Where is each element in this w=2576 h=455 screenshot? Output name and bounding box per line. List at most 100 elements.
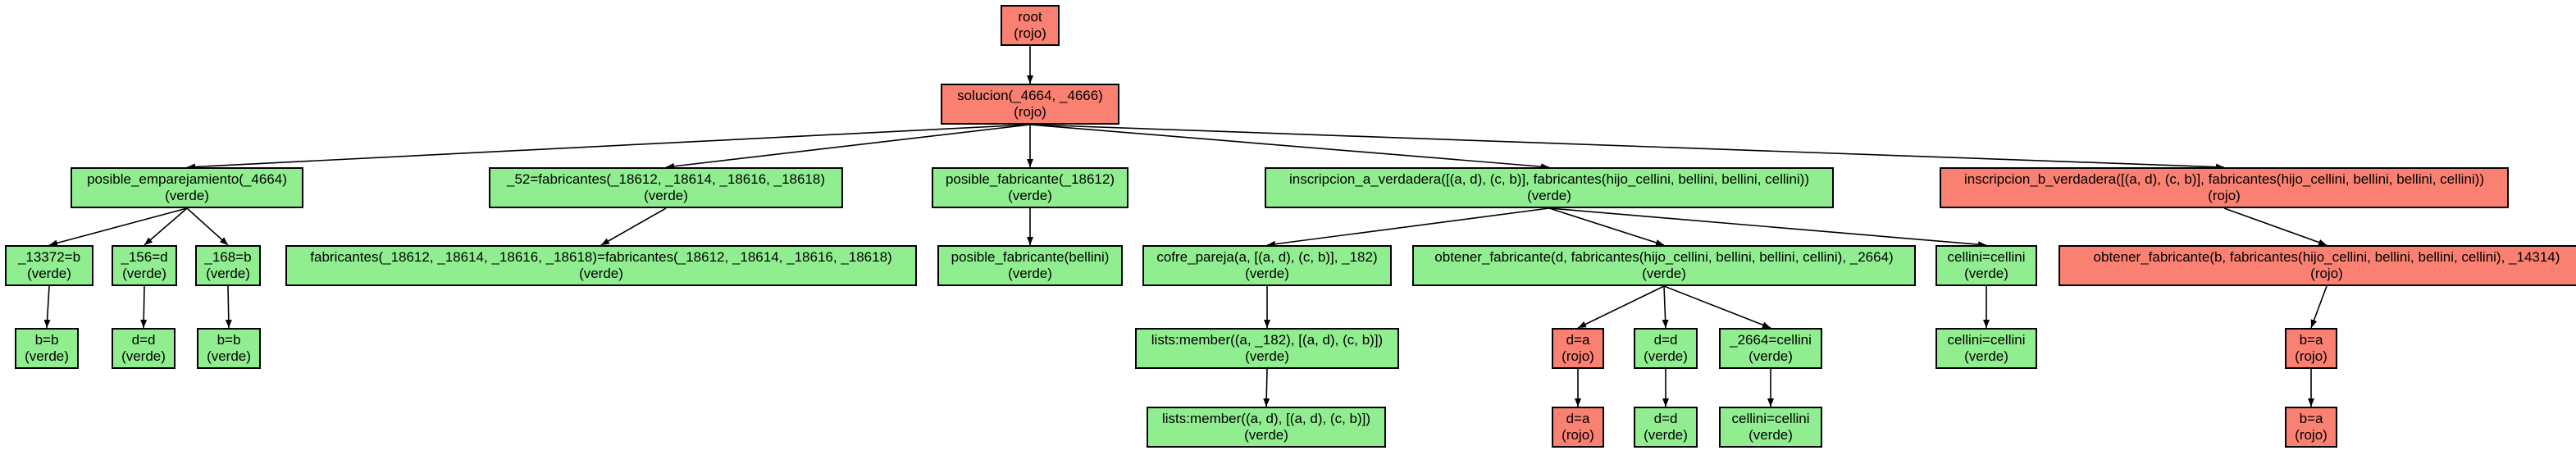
edge-obt-d-to-dd2 <box>1662 285 1669 329</box>
node-status: (verde) <box>1008 266 1052 281</box>
node-label: d=a <box>1566 411 1590 426</box>
node-status: (rojo) <box>2310 266 2343 281</box>
tree-node-cell-eq3: cellini=cellini(verde) <box>1719 407 1822 448</box>
node-label: posible_emparejamiento(_4664) <box>87 171 287 187</box>
edge-fab52-to-fab-eq <box>600 207 667 246</box>
node-status: (rojo) <box>1562 348 1594 364</box>
tree-node-dd3: d=d(verde) <box>1634 407 1698 448</box>
edge-solucion-to-insc-a <box>1029 124 1550 171</box>
tree-node-obt-d: obtener_fabricante(d, fabricantes(hijo_c… <box>1412 245 1916 286</box>
tree-node-ba1: b=a(rojo) <box>2285 328 2337 369</box>
tree-node-pos-emp: posible_emparejamiento(_4664)(verde) <box>71 167 303 208</box>
edge-pos-emp-to-n13372 <box>48 207 188 247</box>
node-label: lists:member((a, d), [(a, d), (c, b)]) <box>1161 411 1371 426</box>
node-status: (verde) <box>27 266 71 281</box>
tree-node-n156: _156=d(verde) <box>112 245 177 286</box>
tree-node-fab52: _52=fabricantes(_18612, _18614, _18616, … <box>489 167 843 208</box>
edge-insc-b-to-obt-b <box>2223 207 2328 246</box>
tree-node-obt-b: obtener_fabricante(b, fabricantes(hijo_c… <box>2059 245 2576 286</box>
node-label: obtener_fabricante(b, fabricantes(hijo_c… <box>2093 249 2560 265</box>
node-status: (verde) <box>165 188 209 203</box>
node-label: _52=fabricantes(_18612, _18614, _18616, … <box>506 171 826 187</box>
node-status: (verde) <box>644 188 688 203</box>
tree-node-cell-eq2: cellini=cellini(verde) <box>1935 328 2037 369</box>
edge-pos-emp-to-n168 <box>186 207 229 246</box>
node-status: (verde) <box>1748 427 1793 443</box>
tree-node-fab-eq: fabricantes(_18612, _18614, _18616, _186… <box>285 245 917 286</box>
edge-pos-emp-to-n156 <box>144 207 188 246</box>
tree-node-lm2: lists:member((a, d), [(a, d), (c, b)])(v… <box>1147 407 1386 448</box>
edge-solucion-to-fab52 <box>665 124 1031 170</box>
node-status: (verde) <box>1964 266 2008 281</box>
node-status: (rojo) <box>2295 427 2328 443</box>
node-label: lists:member((a, _182), [(a, d), (c, b)]… <box>1151 332 1384 348</box>
edge-insc-a-to-cofre <box>1266 207 1550 248</box>
tree-node-lm1: lists:member((a, _182), [(a, d), (c, b)]… <box>1135 328 1399 369</box>
node-label: posible_fabricante(bellini) <box>951 249 1110 265</box>
tree-node-ba2: b=a(rojo) <box>2285 407 2337 448</box>
node-status: (verde) <box>121 348 166 364</box>
node-status: (verde) <box>1644 427 1688 443</box>
node-label: cofre_pareja(a, [(a, d), (c, b)], _182) <box>1156 249 1378 265</box>
node-status: (verde) <box>1527 188 1571 203</box>
node-status: (verde) <box>1245 266 1289 281</box>
node-label: b=a <box>2299 332 2323 348</box>
node-label: root <box>1018 9 1042 25</box>
node-label: b=a <box>2299 411 2323 426</box>
tree-node-insc-a: inscripcion_a_verdadera([(a, d), (c, b)]… <box>1265 167 1834 208</box>
node-status: (verde) <box>1244 427 1288 443</box>
edge-n13372-to-bb1 <box>43 285 51 329</box>
node-label: cellini=cellini <box>1947 249 2026 265</box>
tree-node-dd2: d=d(verde) <box>1634 328 1698 369</box>
node-status: (verde) <box>122 266 166 281</box>
edge-lm1-to-lm2 <box>1263 368 1270 407</box>
edge-solucion-to-pos-emp <box>186 124 1031 171</box>
tree-node-n168: _168=b(verde) <box>195 245 261 286</box>
node-label: obtener_fabricante(d, fabricantes(hijo_c… <box>1434 249 1894 265</box>
node-status: (verde) <box>579 266 623 281</box>
tree-node-pos-fab-bel: posible_fabricante(bellini)(verde) <box>937 245 1123 286</box>
tree-node-n2664: _2664=cellini(verde) <box>1719 328 1822 369</box>
node-label: d=d <box>1653 332 1678 348</box>
node-status: (rojo) <box>2295 348 2328 364</box>
node-status: (verde) <box>207 348 251 364</box>
tree-node-dd1: d=d(verde) <box>112 328 176 369</box>
node-label: d=a <box>1566 332 1590 348</box>
edge-obt-b-to-ba1 <box>2310 285 2328 329</box>
tree-node-bb2: b=b(verde) <box>197 328 261 369</box>
node-label: b=b <box>217 332 241 348</box>
node-label: posible_fabricante(_18612) <box>945 171 1115 187</box>
node-label: _2664=cellini <box>1730 332 1812 348</box>
node-status: (rojo) <box>1014 25 1046 41</box>
node-label: d=d <box>131 332 156 348</box>
edge-solucion-to-insc-b <box>1029 124 2225 171</box>
node-status: (verde) <box>1008 188 1052 203</box>
node-status: (rojo) <box>1014 104 1046 120</box>
node-status: (rojo) <box>2208 188 2241 203</box>
node-status: (verde) <box>1964 348 2008 364</box>
node-status: (verde) <box>25 348 69 364</box>
node-status: (verde) <box>1245 348 1289 364</box>
tree-node-da2: d=a(rojo) <box>1552 407 1604 448</box>
tree-node-cell-eq: cellini=cellini(verde) <box>1935 245 2037 286</box>
node-status: (verde) <box>1642 266 1686 281</box>
tree-node-root: root(rojo) <box>1001 5 1060 46</box>
tree-node-insc-b: inscripcion_b_verdadera([(a, d), (c, b)]… <box>1940 167 2509 208</box>
tree-node-bb1: b=b(verde) <box>15 328 79 369</box>
node-status: (verde) <box>206 266 250 281</box>
node-status: (verde) <box>1644 348 1688 364</box>
node-label: cellini=cellini <box>1947 332 2026 348</box>
tree-node-n13372: _13372=b(verde) <box>5 245 93 286</box>
node-label: cellini=cellini <box>1731 411 1810 426</box>
edge-insc-a-to-obt-d <box>1548 207 1665 246</box>
node-label: b=b <box>34 332 59 348</box>
node-status: (verde) <box>1748 348 1793 364</box>
tree-node-da1: d=a(rojo) <box>1552 328 1604 369</box>
node-label: _168=b <box>204 249 252 265</box>
node-status: (rojo) <box>1562 427 1594 443</box>
node-label: solucion(_4664, _4666) <box>957 88 1103 103</box>
tree-node-solucion: solucion(_4664, _4666)(rojo) <box>941 84 1119 125</box>
edge-insc-a-to-cell-eq <box>1548 207 1987 248</box>
